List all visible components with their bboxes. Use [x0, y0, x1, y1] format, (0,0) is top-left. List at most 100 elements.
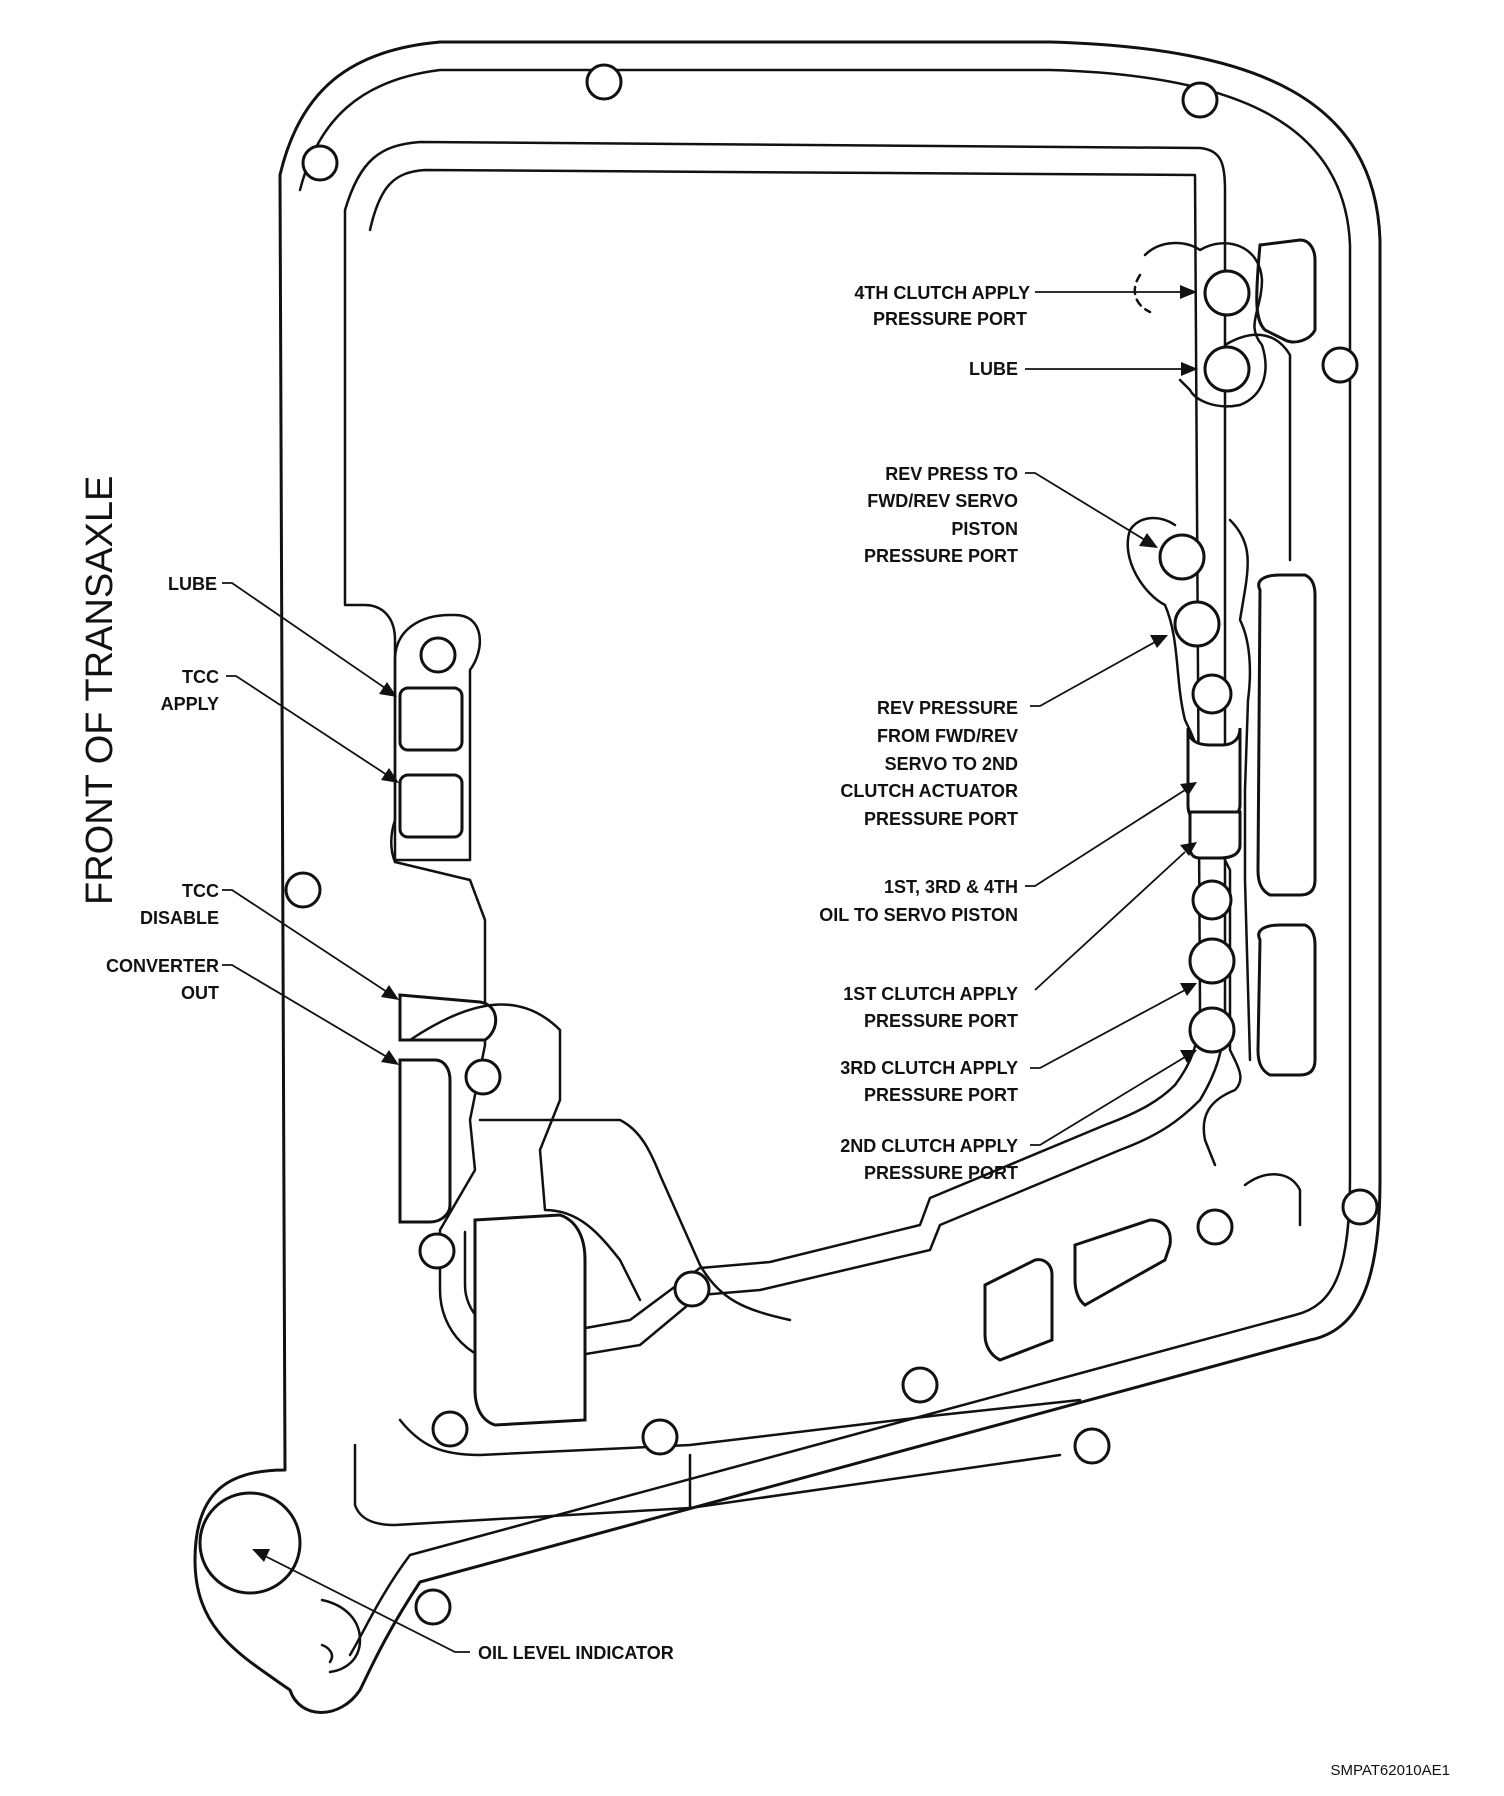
arrowhead — [1180, 842, 1197, 856]
label-rev-pressure: SERVO TO 2ND — [885, 754, 1018, 774]
tcc-apply-port — [398, 773, 464, 839]
leader-converter-out — [222, 964, 388, 1058]
right-side-pocket-middle — [1256, 573, 1317, 897]
bolt-hole — [1196, 1208, 1234, 1246]
third-clutch-apply-port — [1188, 1006, 1236, 1054]
label-rev-pressure: PRESSURE PORT — [864, 809, 1018, 829]
first-clutch-apply-port — [1188, 937, 1236, 985]
bolt-hole — [641, 1418, 679, 1456]
label-converter-out: OUT — [181, 983, 219, 1003]
leader-oil-servo — [1025, 789, 1186, 887]
bolt-hole — [414, 1588, 452, 1626]
lube-port-right — [1203, 345, 1251, 393]
lower-left-pocket — [473, 1213, 587, 1427]
leader-lube-left — [222, 582, 386, 689]
label-1st-clutch-apply: 1ST CLUTCH APPLY — [843, 984, 1018, 1004]
label-oil-to-servo: 1ST, 3RD & 4TH — [884, 877, 1018, 897]
arrowhead — [379, 682, 397, 697]
leader-rev-press — [1025, 472, 1146, 541]
gasket-passage-outline — [343, 140, 1227, 1367]
fourth-clutch-apply-port — [1203, 269, 1251, 317]
top-port-cluster-dash — [1133, 273, 1152, 314]
bolt-hole — [464, 1058, 502, 1096]
right-column-pocket-2 — [1188, 810, 1242, 860]
lower-left-channel — [408, 1003, 642, 1302]
arrowhead — [1180, 1050, 1197, 1063]
right-side-pocket-top — [1255, 238, 1317, 344]
label-rev-pressure: REV PRESSURE — [877, 698, 1018, 718]
leader-oil-servo-2 — [1034, 851, 1186, 991]
label-1st-clutch-apply: PRESSURE PORT — [864, 1011, 1018, 1031]
tcc-apply-boss — [393, 613, 482, 862]
label-3rd-clutch-apply: 3RD CLUTCH APPLY — [840, 1058, 1018, 1078]
label-rev-press: PISTON — [951, 519, 1018, 539]
bolt-hole — [284, 871, 322, 909]
arrowhead — [252, 1549, 270, 1562]
bolt-hole — [673, 1270, 711, 1308]
label-lube-left: LUBE — [168, 574, 217, 594]
bolt-hole — [1321, 346, 1359, 384]
housing-inner-outline — [298, 68, 1352, 1657]
lube-port-left — [398, 686, 464, 752]
housing-outer-outline — [193, 40, 1382, 1714]
right-side-channel-upper — [1223, 333, 1292, 562]
top-port-cluster — [1143, 241, 1267, 408]
column-port — [1191, 673, 1233, 715]
label-3rd-clutch-apply: PRESSURE PORT — [864, 1085, 1018, 1105]
label-oil-level-indicator: OIL LEVEL INDICATOR — [478, 1643, 674, 1663]
leader-tcc-apply — [226, 675, 388, 776]
label-4th-clutch-apply: 4TH CLUTCH APPLY — [854, 283, 1030, 303]
label-tcc-apply: TCC — [182, 667, 219, 687]
arrowhead — [1181, 362, 1198, 376]
arrowhead — [1180, 285, 1197, 299]
right-column-pocket — [1186, 727, 1242, 822]
label-rev-press: PRESSURE PORT — [864, 546, 1018, 566]
oil-level-indicator-bore — [198, 1491, 302, 1595]
right-side-channel-lower — [1243, 1173, 1302, 1227]
label-rev-pressure: FROM FWD/REV — [877, 726, 1018, 746]
label-2nd-clutch-apply: PRESSURE PORT — [864, 1163, 1018, 1183]
arrowhead — [1139, 533, 1158, 548]
label-tcc-disable: TCC — [182, 881, 219, 901]
lower-channel — [478, 1118, 792, 1322]
label-tcc-disable: DISABLE — [140, 908, 219, 928]
label-oil-to-servo: OIL TO SERVO PISTON — [819, 905, 1018, 925]
arrowhead — [381, 1050, 399, 1065]
column-port — [1191, 879, 1233, 921]
arrowhead — [1180, 782, 1197, 796]
label-lube-right: LUBE — [969, 359, 1018, 379]
bolt-hole — [585, 63, 623, 101]
leader-lines — [222, 285, 1198, 1653]
leader-oil-level — [264, 1555, 470, 1653]
bolt-hole — [418, 1232, 456, 1270]
bolt-hole — [1073, 1427, 1111, 1465]
label-rev-pressure: CLUTCH ACTUATOR — [840, 781, 1018, 801]
bolt-hole — [431, 1410, 469, 1448]
bolt-hole — [301, 144, 339, 182]
converter-out-port — [398, 1058, 452, 1224]
leader-1st-clutch — [1030, 989, 1186, 1069]
arrowhead — [1150, 635, 1168, 648]
label-converter-out: CONVERTER — [106, 956, 219, 976]
right-port-column — [1126, 516, 1242, 1167]
bottom-channel — [398, 1398, 1082, 1457]
bolt-hole — [1341, 1188, 1379, 1226]
leader-tcc-disable — [222, 889, 388, 993]
label-rev-press: REV PRESS TO — [885, 464, 1018, 484]
leader-3rd-clutch — [1030, 1056, 1186, 1146]
label-tcc-apply: APPLY — [161, 694, 219, 714]
label-2nd-clutch-apply: 2ND CLUTCH APPLY — [840, 1136, 1018, 1156]
bolt-hole — [419, 636, 457, 674]
rev-press-servo-port — [1158, 533, 1206, 581]
right-side-pocket-lower — [1256, 923, 1317, 1077]
lower-right-pocket-1 — [983, 1258, 1054, 1362]
oil-level-boss — [320, 1598, 362, 1674]
label-rev-press: FWD/REV SERVO — [867, 491, 1018, 511]
rev-pressure-port — [1173, 600, 1221, 648]
gasket-passage-inner — [368, 168, 1202, 1340]
leader-rev-pressure — [1030, 641, 1156, 707]
figure-code: SMPAT62010AE1 — [1330, 1762, 1450, 1779]
arrowhead — [1180, 983, 1197, 996]
right-port-column-b — [1228, 518, 1252, 1062]
